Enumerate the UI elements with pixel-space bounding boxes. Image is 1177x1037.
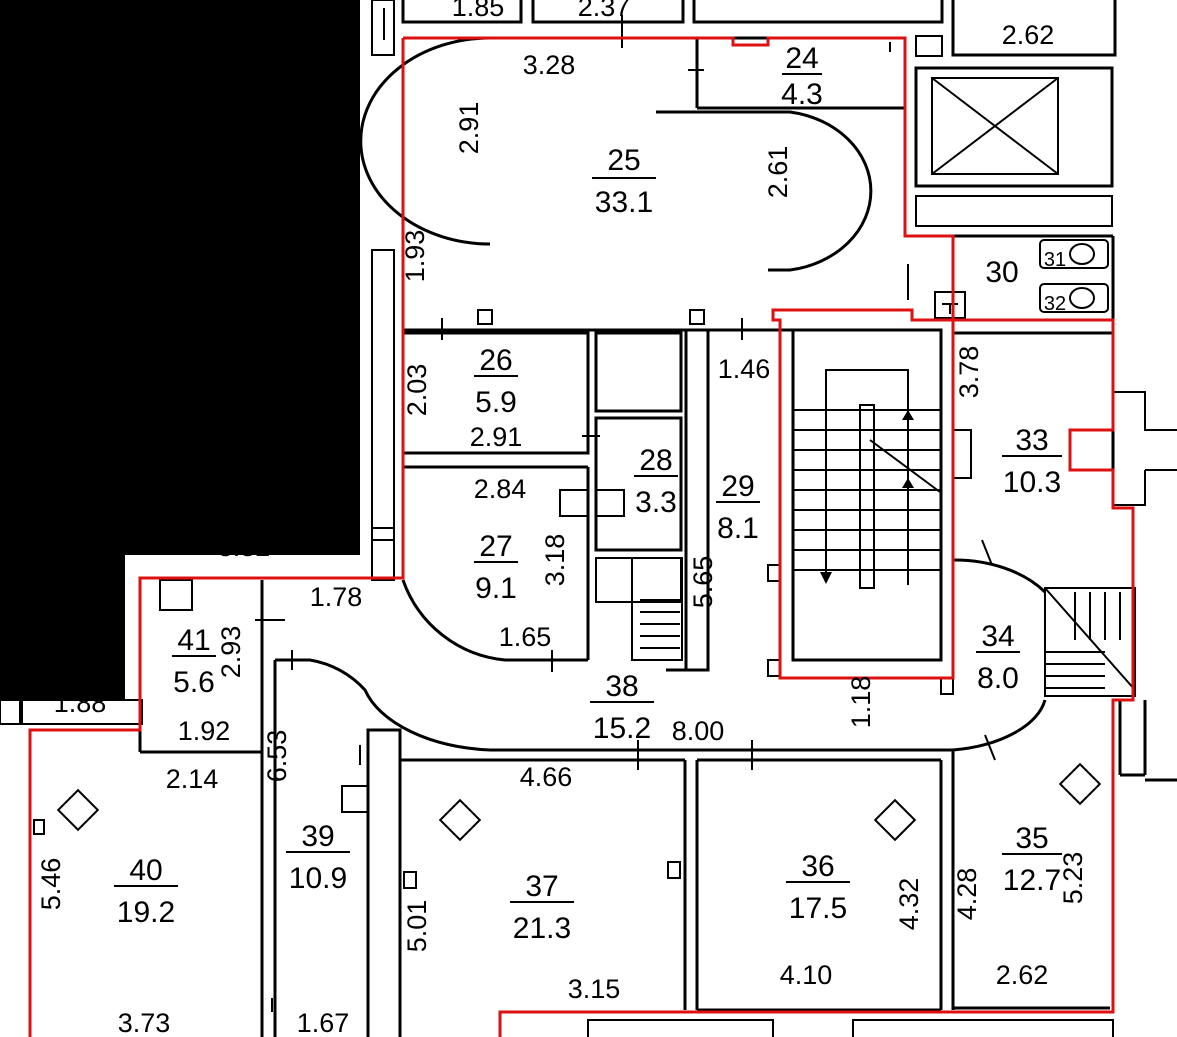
room-28-label: 28 3.3 <box>634 444 678 519</box>
svg-text:3.28: 3.28 <box>523 50 576 80</box>
room-36-label: 36 17.5 <box>786 850 850 925</box>
svg-text:8.1: 8.1 <box>717 512 759 545</box>
svg-text:12.7: 12.7 <box>1003 864 1061 897</box>
svg-text:9.1: 9.1 <box>475 572 517 605</box>
svg-text:8.00: 8.00 <box>672 716 725 746</box>
svg-text:1.93: 1.93 <box>400 230 430 283</box>
room-38-label: 38 15.2 <box>590 670 654 745</box>
room-41-label: 41 5.6 <box>172 624 216 699</box>
outlet-symbols <box>56 762 1102 842</box>
svg-text:1.67: 1.67 <box>297 1008 350 1037</box>
svg-text:3.15: 3.15 <box>568 974 621 1004</box>
svg-text:26: 26 <box>479 344 512 377</box>
svg-text:2.93: 2.93 <box>216 626 246 679</box>
svg-text:2.62: 2.62 <box>1002 20 1055 50</box>
svg-text:1.88: 1.88 <box>54 688 107 718</box>
svg-text:4.10: 4.10 <box>780 960 833 990</box>
svg-text:3.18: 3.18 <box>540 534 570 587</box>
room-30-label: 30 31 32 <box>985 249 1066 315</box>
room-25-label: 25 33.1 <box>592 144 656 219</box>
svg-text:3.3: 3.3 <box>635 486 677 519</box>
room-34-label: 34 8.0 <box>976 620 1020 695</box>
svg-text:35: 35 <box>1015 822 1048 855</box>
svg-text:4.28: 4.28 <box>952 868 982 921</box>
svg-text:10.3: 10.3 <box>1003 466 1061 499</box>
svg-text:5.6: 5.6 <box>173 666 215 699</box>
room-26-label: 26 5.9 <box>474 344 518 419</box>
svg-text:31: 31 <box>1044 249 1066 271</box>
svg-text:5.46: 5.46 <box>36 858 66 911</box>
room-37-label: 37 21.3 <box>510 870 574 945</box>
svg-text:4.66: 4.66 <box>520 762 573 792</box>
door-ticks <box>255 8 996 1012</box>
room-27-label: 27 9.1 <box>474 530 518 605</box>
svg-text:5.65: 5.65 <box>688 556 718 609</box>
svg-text:6.53: 6.53 <box>262 730 292 783</box>
apartment-boundary <box>28 36 1135 1037</box>
svg-text:10.9: 10.9 <box>289 862 347 895</box>
svg-text:2.14: 2.14 <box>166 764 219 794</box>
svg-text:3.82: 3.82 <box>218 532 271 562</box>
svg-text:30: 30 <box>985 256 1018 289</box>
svg-text:2.03: 2.03 <box>402 364 432 417</box>
svg-text:39: 39 <box>301 820 334 853</box>
svg-text:5.9: 5.9 <box>475 386 517 419</box>
svg-text:33: 33 <box>1015 424 1048 457</box>
svg-text:36: 36 <box>801 850 834 883</box>
svg-text:3.78: 3.78 <box>954 346 984 399</box>
svg-text:41: 41 <box>177 624 210 657</box>
svg-text:1.92: 1.92 <box>178 716 231 746</box>
svg-text:2.62: 2.62 <box>996 960 1049 990</box>
svg-text:2.61: 2.61 <box>763 146 793 199</box>
svg-text:8.0: 8.0 <box>977 662 1019 695</box>
svg-text:38: 38 <box>605 670 638 703</box>
svg-text:15.2: 15.2 <box>593 712 651 745</box>
dimension-labels: 1.85 2.37 2.62 3.28 2.91 2.61 1.93 2.03 … <box>36 0 1088 1037</box>
svg-text:1.18: 1.18 <box>846 676 876 729</box>
room-39-label: 39 10.9 <box>286 820 350 895</box>
svg-text:5.01: 5.01 <box>402 900 432 953</box>
svg-text:2.37: 2.37 <box>578 0 631 22</box>
svg-text:5.23: 5.23 <box>1058 852 1088 905</box>
svg-text:34: 34 <box>981 620 1014 653</box>
svg-text:17.5: 17.5 <box>789 892 847 925</box>
svg-text:37: 37 <box>525 870 558 903</box>
room-35-label: 35 12.7 <box>1002 822 1062 897</box>
svg-text:27: 27 <box>479 530 512 563</box>
svg-text:21.3: 21.3 <box>513 912 571 945</box>
right-stair-treads <box>1045 592 1121 689</box>
svg-text:32: 32 <box>1044 293 1066 315</box>
room-24-label: 24 4.3 <box>781 42 823 111</box>
room-labels: 24 4.3 25 33.1 26 5.9 27 9.1 28 3.3 29 8… <box>114 42 1066 945</box>
svg-text:2.91: 2.91 <box>454 102 484 155</box>
svg-text:2.84: 2.84 <box>474 474 527 504</box>
redaction-mask <box>0 0 360 700</box>
svg-text:2.91: 2.91 <box>470 422 523 452</box>
svg-text:28: 28 <box>639 444 672 477</box>
svg-text:19.2: 19.2 <box>117 896 175 929</box>
stair-treads <box>793 409 941 571</box>
svg-text:1.78: 1.78 <box>310 582 363 612</box>
room-29-label: 29 8.1 <box>716 470 760 545</box>
svg-text:40: 40 <box>129 854 162 887</box>
svg-text:1.46: 1.46 <box>718 354 771 384</box>
svg-text:3.73: 3.73 <box>118 1008 171 1037</box>
room-40-label: 40 19.2 <box>114 854 178 929</box>
room-33-label: 33 10.3 <box>1002 424 1062 499</box>
svg-text:24: 24 <box>785 42 818 75</box>
svg-text:4.3: 4.3 <box>781 78 823 111</box>
svg-text:29: 29 <box>721 470 754 503</box>
svg-text:1.85: 1.85 <box>452 0 505 22</box>
svg-text:1.65: 1.65 <box>499 622 552 652</box>
svg-text:4.32: 4.32 <box>894 878 924 931</box>
svg-text:33.1: 33.1 <box>595 186 653 219</box>
svg-text:25: 25 <box>607 144 640 177</box>
small-stair-treads <box>640 599 680 649</box>
